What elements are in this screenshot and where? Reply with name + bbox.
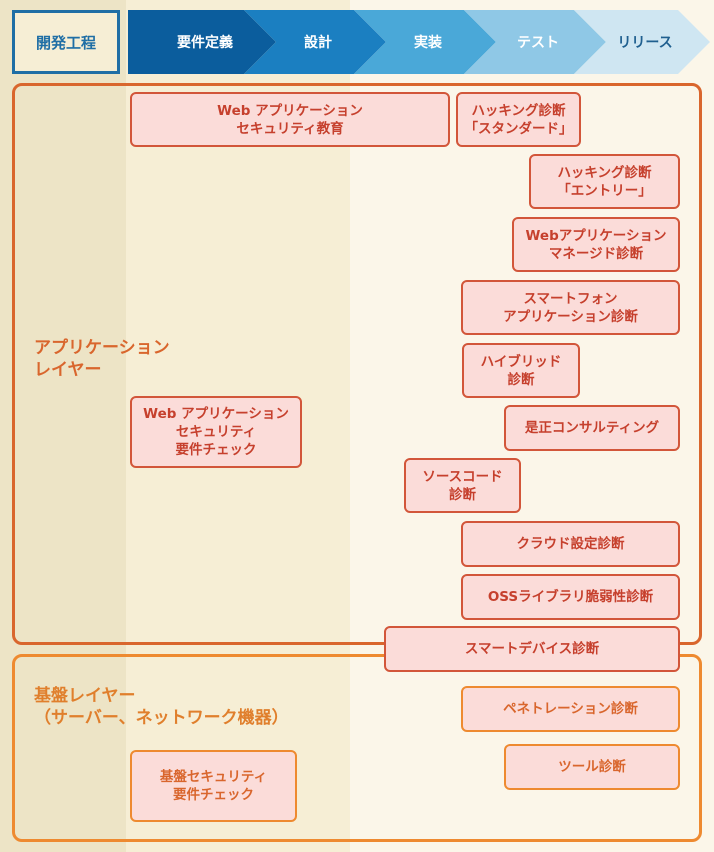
service-hybrid[interactable]: ハイブリッド 診断: [462, 343, 580, 398]
service-web-security-requirements[interactable]: Web アプリケーション セキュリティ 要件チェック: [130, 396, 302, 468]
service-remediation-consulting[interactable]: 是正コンサルティング: [504, 405, 680, 451]
infrastructure-layer-frame: [12, 654, 702, 842]
process-column-band: [0, 0, 126, 852]
service-oss-library[interactable]: OSSライブラリ脆弱性診断: [461, 574, 680, 620]
service-smartphone-app[interactable]: スマートフォン アプリケーション診断: [461, 280, 680, 335]
service-tool[interactable]: ツール診断: [504, 744, 680, 790]
service-penetration[interactable]: ペネトレーション診断: [461, 686, 680, 732]
phase-label: リリース: [617, 35, 673, 51]
infrastructure-layer-label: 基盤レイヤー （サーバー、ネットワーク機器）: [34, 686, 289, 728]
phase-requirements: 要件定義: [128, 10, 276, 74]
service-hacking-entry[interactable]: ハッキング診断 「エントリー」: [529, 154, 680, 209]
service-infra-security-requirements[interactable]: 基盤セキュリティ 要件チェック: [130, 750, 297, 822]
service-cloud-config[interactable]: クラウド設定診断: [461, 521, 680, 567]
application-layer-frame: [12, 83, 702, 645]
service-webapp-managed[interactable]: Webアプリケーション マネージド診断: [512, 217, 680, 272]
process-label: 開発工程: [12, 10, 120, 74]
service-web-security-training[interactable]: Web アプリケーション セキュリティ教育: [130, 92, 450, 147]
service-hacking-standard[interactable]: ハッキング診断 「スタンダード」: [456, 92, 581, 147]
application-layer-label: アプリケーション レイヤー: [34, 338, 170, 380]
service-source-code[interactable]: ソースコード 診断: [404, 458, 521, 513]
phase-label: 設計: [304, 35, 332, 51]
service-smart-device[interactable]: スマートデバイス診断: [384, 626, 680, 672]
phase-label: テスト: [517, 35, 559, 51]
process-label-text: 開発工程: [35, 33, 96, 52]
phase-label: 実装: [414, 35, 442, 51]
phase-label: 要件定義: [177, 35, 233, 51]
